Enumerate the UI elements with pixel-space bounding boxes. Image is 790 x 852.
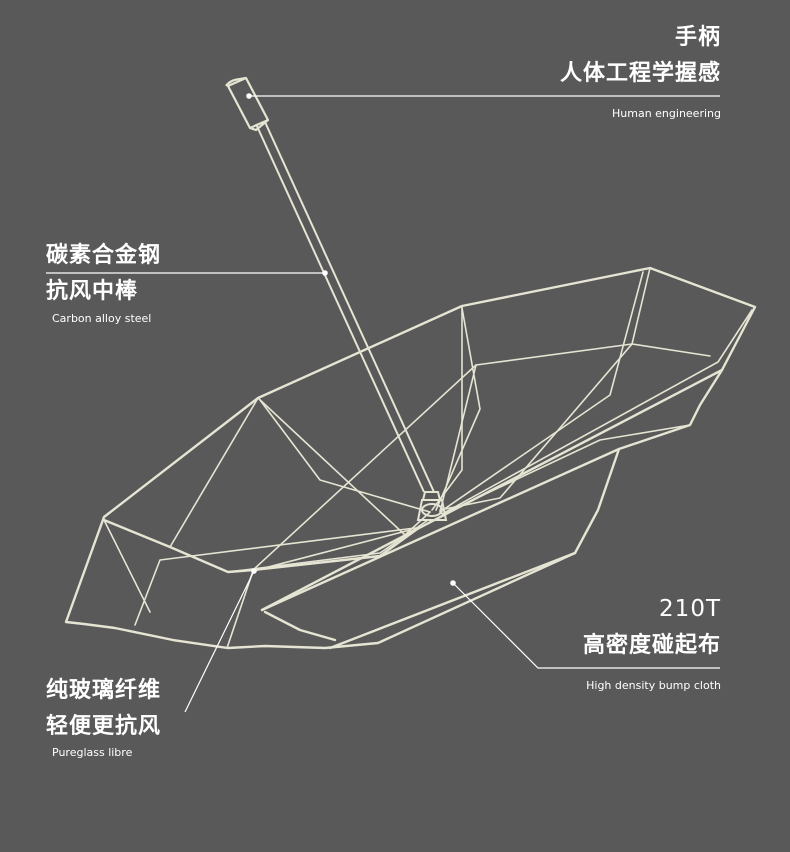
- shaft-subtitle: Carbon alloy steel: [52, 312, 152, 325]
- ribs-callout: 纯玻璃纤维 轻便更抗风: [46, 680, 161, 738]
- cloth-callout: 210T: [659, 598, 721, 621]
- rib-3: [431, 305, 463, 511]
- shaft-title-line1: 碳素合金钢: [46, 243, 162, 268]
- handle-subtitle: Human engineering: [612, 107, 721, 120]
- canopy-rim: [64, 266, 757, 650]
- ribs-title-line1: 纯玻璃纤维: [46, 678, 162, 703]
- canopy-front-panel: [260, 447, 621, 612]
- rib-1: [257, 397, 431, 536]
- cross-rib-3: [103, 519, 151, 613]
- handle-drawing: [225, 76, 270, 132]
- cross-rib-5: [444, 424, 691, 514]
- rib-8: [169, 519, 429, 573]
- shaft-callout-lower: 抗风中棒: [46, 281, 138, 303]
- rib-6: [439, 271, 644, 513]
- rib-7: [441, 309, 753, 515]
- rib-9: [134, 527, 416, 626]
- ribs-leader: [184, 570, 255, 713]
- handle-title-line1: 手柄: [674, 25, 721, 50]
- rib-2: [259, 399, 431, 513]
- rib-4: [435, 307, 481, 511]
- shaft-drawing: [255, 121, 435, 493]
- cloth-leader: [452, 582, 720, 669]
- cross-rib-2: [252, 343, 711, 571]
- shaft-callout: 碳素合金钢: [46, 245, 161, 267]
- cross-rib-1: [169, 397, 259, 548]
- canopy-inner-fold: [102, 518, 422, 574]
- canopy-bottom-panel: [328, 551, 577, 650]
- cloth-title-line2: 高密度碰起布: [582, 633, 721, 658]
- shaft-title-line2: 抗风中棒: [46, 279, 139, 304]
- rib-5: [439, 267, 651, 511]
- cloth-callout-lower: 高密度碰起布: [583, 635, 721, 657]
- cross-rib-4: [439, 364, 477, 513]
- handle-callout: 手柄 人体工程学握感: [560, 27, 721, 85]
- ribs-title-line2: 轻便更抗风: [46, 714, 162, 739]
- cloth-title-line1: 210T: [659, 596, 721, 622]
- handle-title-line2: 人体工程学握感: [559, 61, 721, 86]
- cloth-subtitle: High density bump cloth: [586, 679, 721, 692]
- ribs-subtitle: Pureglass libre: [52, 746, 133, 759]
- canopy-front-panel-lower: [263, 610, 337, 642]
